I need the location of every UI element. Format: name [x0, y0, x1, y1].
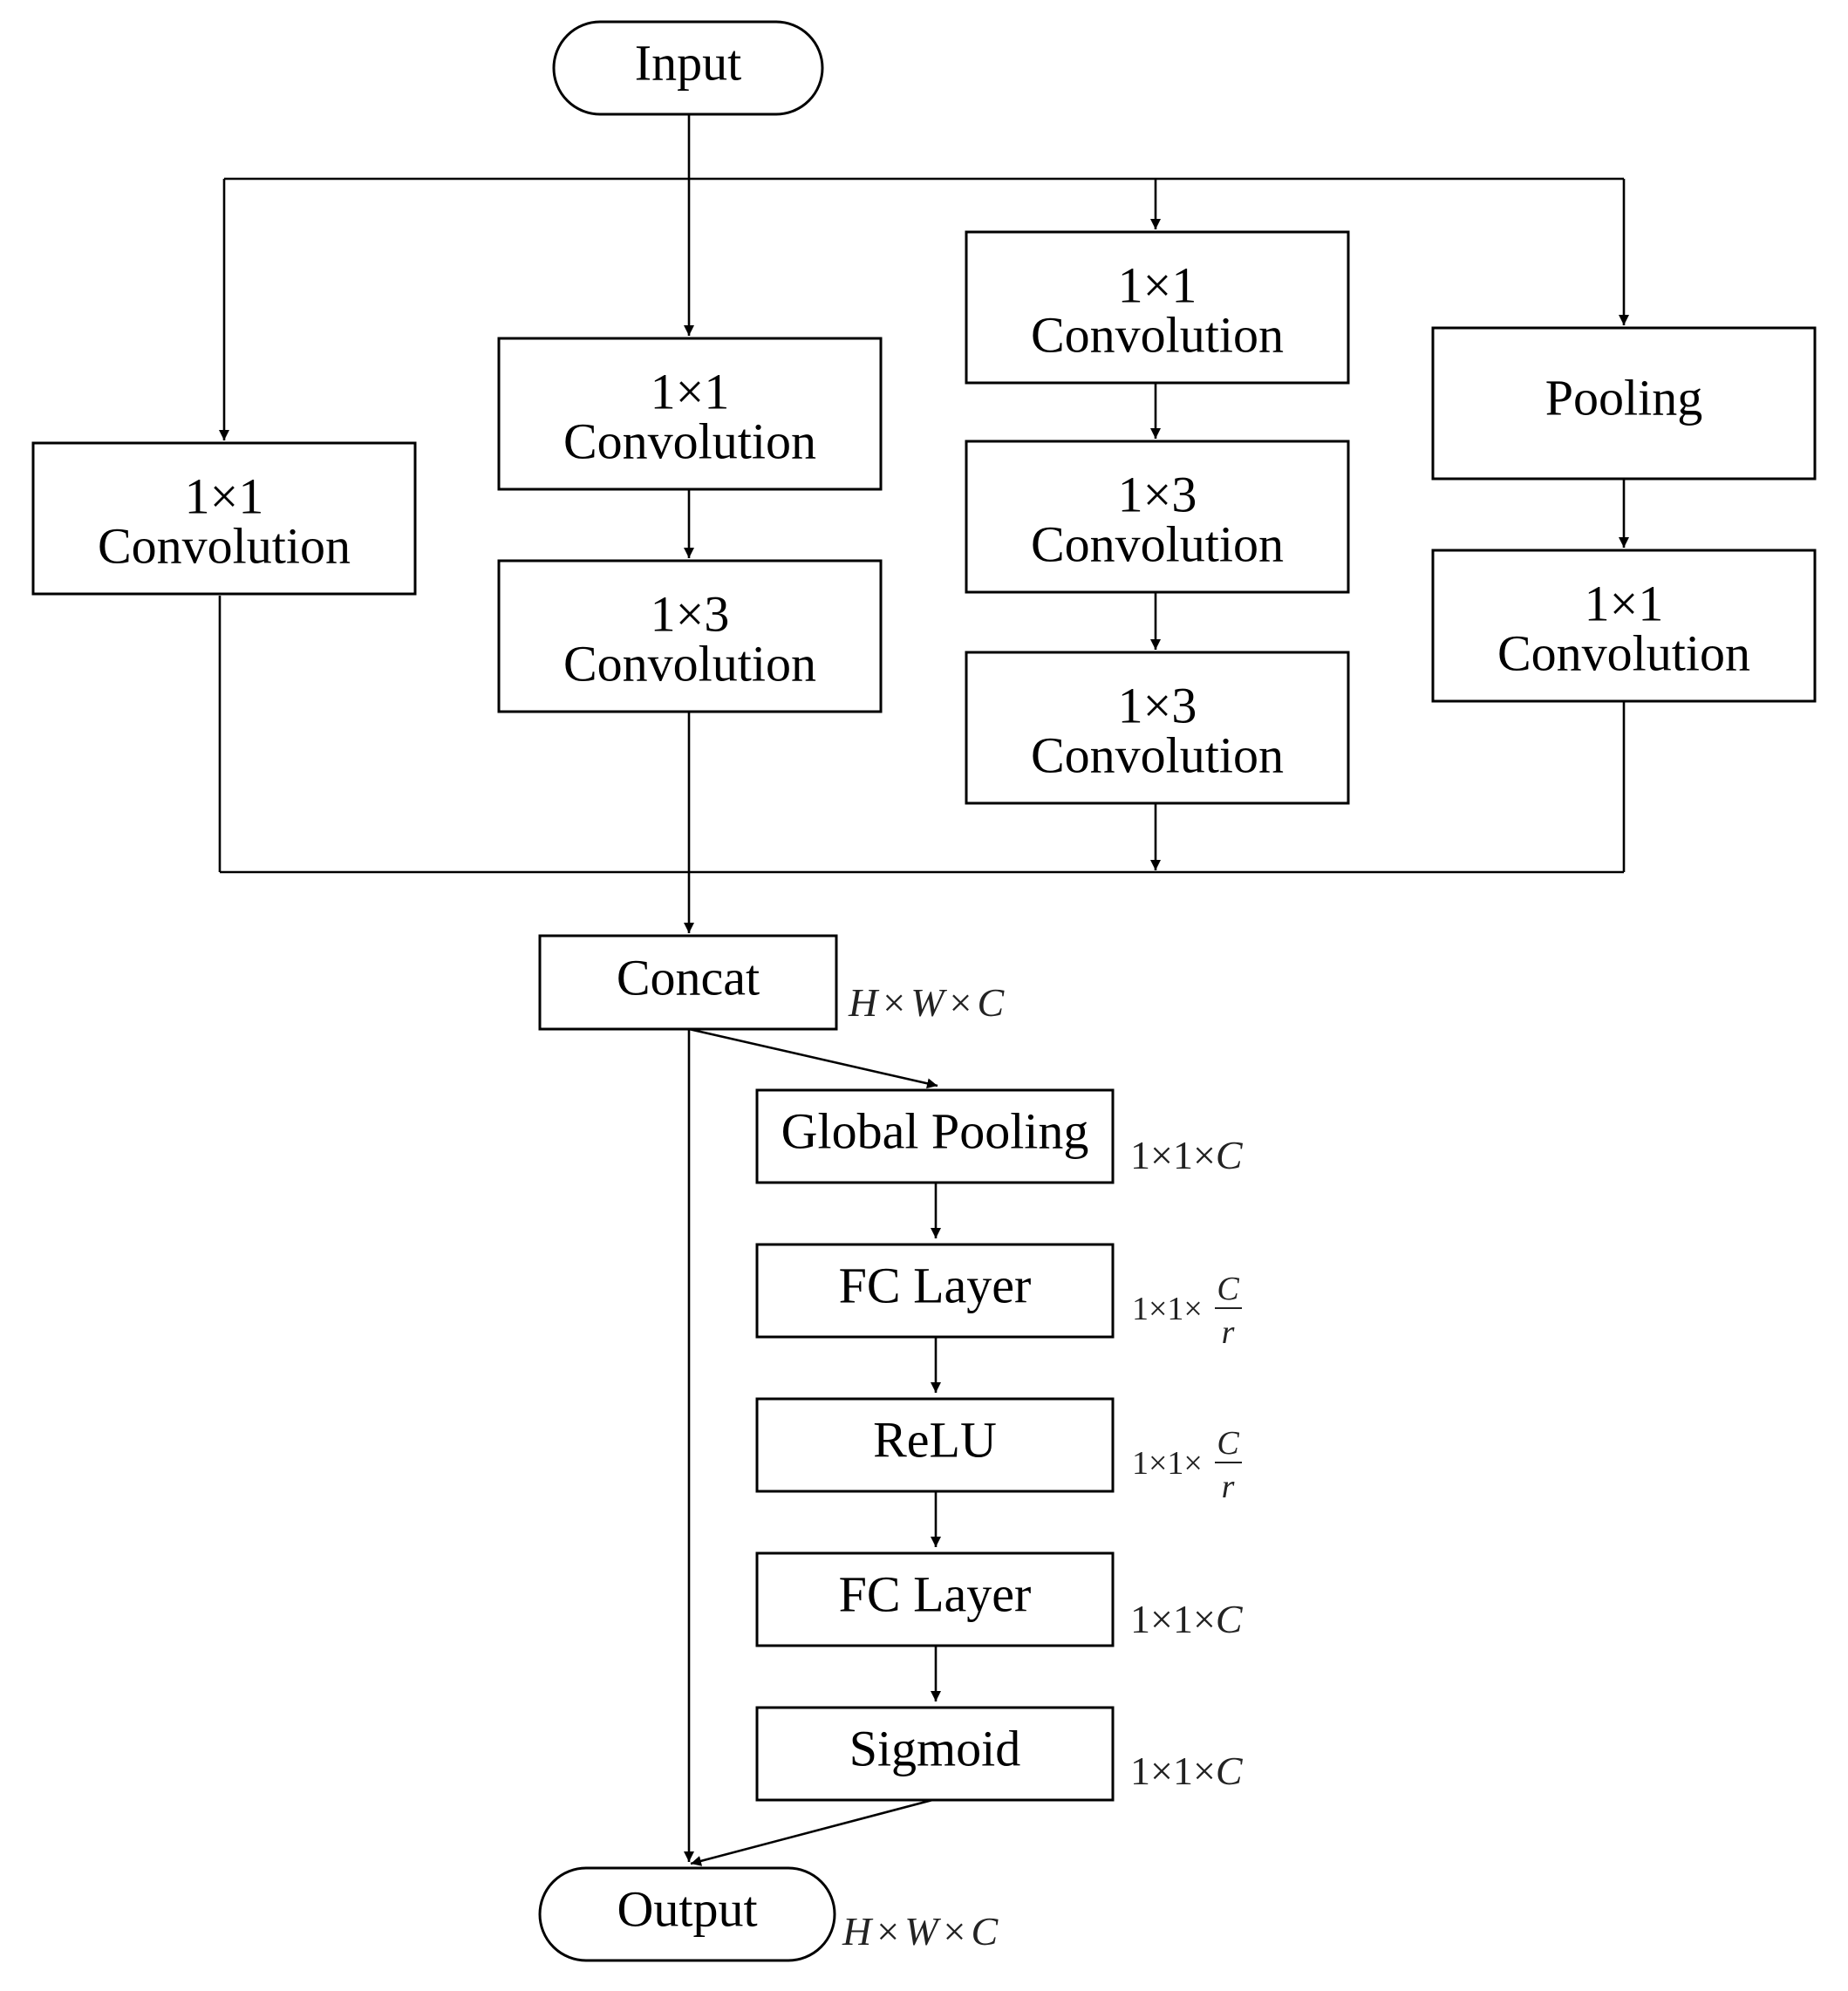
relu-dims-prefix: 1×1×	[1132, 1445, 1203, 1482]
branch4-pooling-box: Pooling	[1431, 326, 1817, 481]
global-pooling-label: Global Pooling	[781, 1102, 1089, 1159]
concat-box: Concat	[538, 934, 838, 1031]
b1-conv1-line1: 1×1	[185, 467, 264, 524]
branch1-conv1x1-box: 1×1 Convolution	[31, 441, 417, 596]
output-node: Output	[538, 1866, 836, 1962]
relu-dims-den: r	[1222, 1469, 1235, 1505]
global-pooling-dims: 1×1×C	[1130, 1133, 1244, 1177]
output-label: Output	[617, 1880, 757, 1937]
sigmoid-to-output-arrow	[690, 1797, 937, 1866]
input-label: Input	[635, 34, 741, 91]
fc1-dims: 1×1× C r	[1132, 1271, 1242, 1351]
input-node: Input	[552, 20, 824, 116]
b2-conv3-line1: 1×3	[651, 585, 730, 642]
b4-pool-label: Pooling	[1545, 369, 1703, 426]
fc1-dims-den: r	[1222, 1314, 1235, 1351]
b3-conv3b-line1: 1×3	[1118, 677, 1197, 733]
global-pooling-box: Global Pooling	[755, 1088, 1115, 1184]
b3-conv3b-line2: Convolution	[1031, 726, 1284, 783]
b2-conv1-line1: 1×1	[651, 363, 730, 419]
output-dims: H×W×C	[842, 1909, 999, 1953]
fc1-dims-num: C	[1217, 1271, 1239, 1307]
relu-dims: 1×1× C r	[1132, 1425, 1242, 1505]
b3-conv1-line1: 1×1	[1118, 256, 1197, 313]
branch3-conv1x3b-box: 1×3 Convolution	[965, 651, 1350, 805]
fc1-dims-prefix: 1×1×	[1132, 1291, 1203, 1327]
b2-conv1-line2: Convolution	[563, 413, 816, 469]
b3-conv1-line2: Convolution	[1031, 306, 1284, 363]
fc2-dims: 1×1×C	[1130, 1597, 1244, 1641]
b3-conv3a-line1: 1×3	[1118, 466, 1197, 522]
b2-conv3-line2: Convolution	[563, 635, 816, 692]
fc1-label: FC Layer	[839, 1257, 1032, 1313]
fc-layer-1-box: FC Layer	[755, 1243, 1115, 1339]
branch3-conv1x3a-box: 1×3 Convolution	[965, 440, 1350, 594]
concat-dims: H×W×C	[848, 980, 1005, 1025]
b3-conv3a-line2: Convolution	[1031, 515, 1284, 572]
relu-label: ReLU	[873, 1411, 997, 1468]
fc-layer-2-box: FC Layer	[755, 1551, 1115, 1647]
fc2-label: FC Layer	[839, 1565, 1032, 1622]
relu-box: ReLU	[755, 1397, 1115, 1493]
branch2-conv1x3-box: 1×3 Convolution	[497, 559, 883, 713]
branch3-conv1x1-box: 1×1 Convolution	[965, 230, 1350, 385]
sigmoid-label: Sigmoid	[849, 1720, 1021, 1776]
b4-conv1-line2: Convolution	[1497, 624, 1750, 681]
connectors	[218, 115, 1629, 1866]
b1-conv1-line2: Convolution	[98, 517, 351, 574]
branch4-conv1x1-box: 1×1 Convolution	[1431, 549, 1817, 703]
concat-label: Concat	[617, 949, 760, 1006]
sigmoid-box: Sigmoid	[755, 1706, 1115, 1802]
b4-conv1-line1: 1×1	[1585, 575, 1664, 631]
sigmoid-dims: 1×1×C	[1130, 1749, 1244, 1793]
concat-to-globalpool-arrow	[688, 1027, 938, 1089]
branch2-conv1x1-box: 1×1 Convolution	[497, 337, 883, 491]
relu-dims-num: C	[1217, 1425, 1239, 1462]
